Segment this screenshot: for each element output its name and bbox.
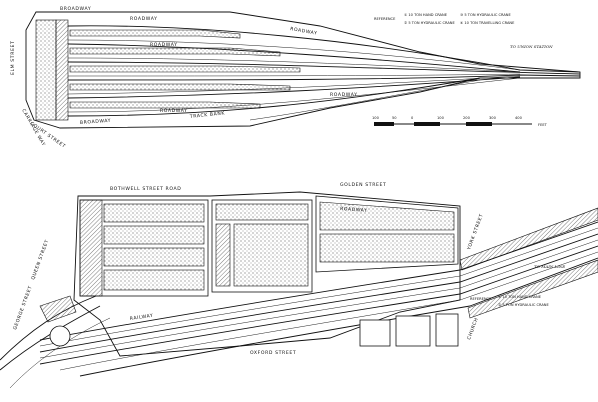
lower-legend-item: ② 5 TON HYDRAULIC CRANE xyxy=(498,303,549,307)
upper-yard-plan: BROADWAY ROADWAY ROADWAY ROADWAY ROADWAY… xyxy=(10,6,581,150)
lower-property-blocks xyxy=(359,313,459,347)
scale-unit: FEET xyxy=(538,123,548,127)
upper-street-label: TRACK BANK xyxy=(189,110,226,120)
scale-tick: 0 xyxy=(411,116,414,120)
scale-tick: 100 xyxy=(372,116,380,120)
upper-legend-title: REFERENCE xyxy=(374,17,396,21)
lower-tracks xyxy=(39,221,598,377)
lower-side-street: CHURCH xyxy=(466,317,480,341)
upper-legend-item: ① 10 TON HAND CRANE xyxy=(404,13,448,17)
lower-junction xyxy=(0,295,111,389)
lower-yard-plan: BOTHWELL STREET ROAD GOLDEN STREET ROADW… xyxy=(0,182,598,389)
upper-street-label: ROADWAY xyxy=(130,16,158,22)
scale-tick: 200 xyxy=(463,116,471,120)
upper-legend-item: ④ 10 TON TRAVELLING CRANE xyxy=(460,21,515,25)
upper-tracks xyxy=(67,25,581,121)
upper-yard-boundary xyxy=(25,11,581,129)
upper-legend-item: ② 5 TON HYDRAULIC CRANE xyxy=(404,21,455,25)
lower-approach-cutting xyxy=(459,207,598,271)
lower-central-shed xyxy=(211,199,313,293)
upper-street-label: BROADWAY xyxy=(60,6,91,12)
upper-scale-bar: 100 50 0 100 200 300 400 FEET xyxy=(372,116,548,127)
upper-head-office xyxy=(55,19,69,121)
scale-tick: 100 xyxy=(437,116,445,120)
upper-street-label: ROADWAY xyxy=(330,92,358,98)
scale-tick: 50 xyxy=(392,116,397,120)
lower-warehouse-block xyxy=(79,199,209,297)
lower-legend: REFERENCE ① 10 TON HAND CRANE ② 5 TON HY… xyxy=(470,295,549,307)
lower-street-label: BOTHWELL STREET ROAD xyxy=(110,186,181,192)
lower-legend-title: REFERENCE xyxy=(470,297,492,301)
lower-legend-item: ① 10 TON HAND CRANE xyxy=(498,295,542,299)
upper-street-label: ROADWAY xyxy=(160,108,188,114)
upper-goods-shed xyxy=(35,19,57,121)
upper-platforms xyxy=(69,29,301,109)
lower-street-label: OXFORD STREET xyxy=(250,350,296,356)
lower-side-street: YORK STREET xyxy=(466,213,485,252)
lower-street-label: ROADWAY xyxy=(340,206,368,214)
upper-legend-item: ③ 5 TON HYDRAULIC CRANE xyxy=(460,13,511,17)
scale-tick: 400 xyxy=(515,116,523,120)
lower-approach-label: TO MAIN LINE xyxy=(534,264,565,269)
scale-tick: 300 xyxy=(489,116,497,120)
upper-street-label: ROADWAY xyxy=(150,42,178,48)
upper-legend: REFERENCE ① 10 TON HAND CRANE ② 5 TON HY… xyxy=(374,13,515,25)
lower-side-street: QUEEN STREET xyxy=(30,239,50,281)
upper-street-label: ROADWAY xyxy=(290,26,318,37)
upper-street-label: BROADWAY xyxy=(80,118,112,126)
upper-inset-label: TO UNION STATION xyxy=(510,44,553,49)
lower-right-block xyxy=(315,195,459,273)
lower-street-label: GOLDEN STREET xyxy=(340,182,386,188)
lower-side-street: GEORGE STREET xyxy=(12,285,34,331)
lower-approach-cutting xyxy=(467,259,598,319)
upper-side-street: ELM STREET xyxy=(10,41,16,75)
lower-street-label: RAILWAY xyxy=(129,313,153,322)
